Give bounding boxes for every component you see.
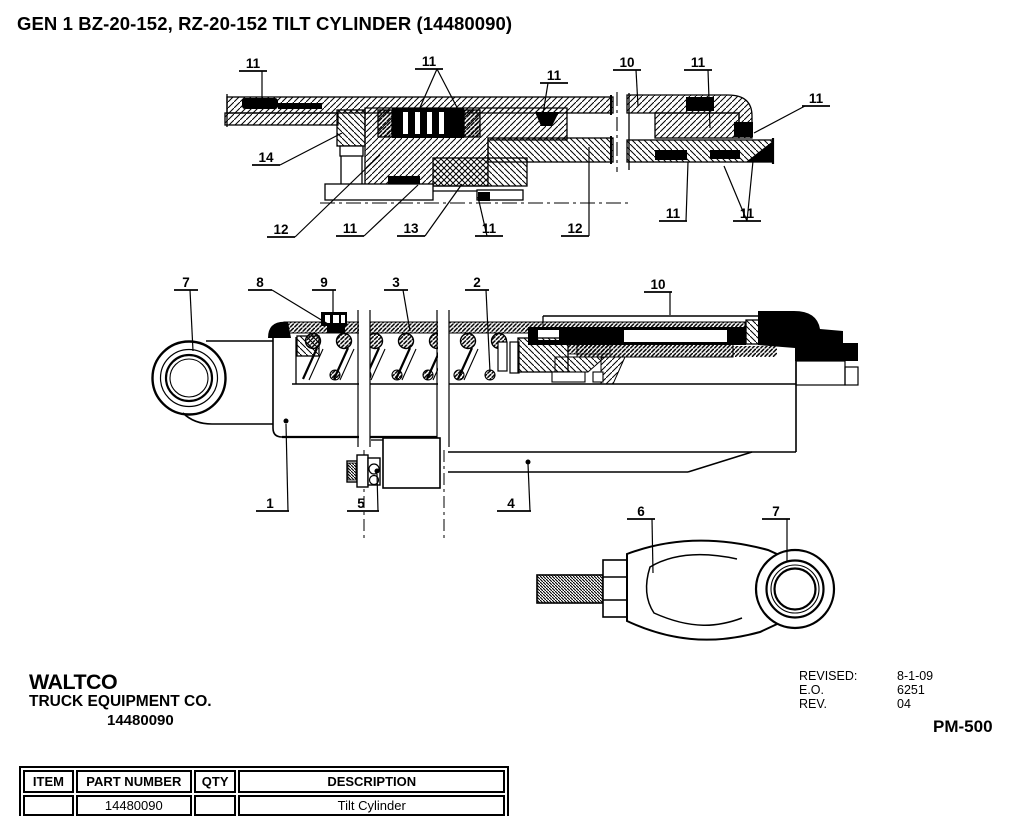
callout: 7: [174, 275, 198, 352]
col-header-part-number: PART NUMBER: [75, 770, 192, 793]
parts-table-header-row: ITEM PART NUMBER QTY DESCRIPTION: [23, 770, 505, 793]
cell-qty: [193, 795, 237, 816]
svg-text:2: 2: [473, 275, 481, 290]
rod-end-view: [536, 539, 836, 641]
cell-item: [23, 795, 74, 816]
callout: 8: [248, 275, 329, 325]
callout: 11: [723, 160, 761, 222]
callout: 1: [256, 423, 289, 512]
callout: 11: [239, 56, 267, 99]
svg-text:11: 11: [246, 56, 261, 71]
callout: 10: [613, 55, 641, 107]
eo-value: 6251: [897, 683, 925, 697]
revision-block: REVISED: 8-1-09 E.O. 6251 REV. 04: [799, 669, 933, 711]
callout: 3: [384, 275, 411, 332]
svg-text:6: 6: [637, 504, 645, 519]
svg-text:11: 11: [666, 206, 681, 221]
callout: 5: [347, 473, 379, 512]
col-header-description: DESCRIPTION: [238, 770, 505, 793]
callout: 11: [659, 161, 689, 222]
page-title: GEN 1 BZ-20-152, RZ-20-152 TILT CYLINDER…: [17, 13, 513, 34]
callout: 11: [540, 68, 568, 115]
rev-label: REV.: [799, 697, 828, 711]
svg-text:5: 5: [357, 496, 365, 511]
svg-text:12: 12: [273, 222, 288, 237]
revision-row: REVISED: 8-1-09: [799, 669, 933, 683]
company-name: TRUCK EQUIPMENT CO.: [29, 693, 212, 710]
revision-row: E.O. 6251: [799, 683, 933, 697]
callout: 9: [312, 275, 336, 313]
svg-text:9: 9: [320, 275, 328, 290]
callout: 14: [252, 132, 343, 166]
eo-label: E.O.: [799, 683, 825, 697]
callout: 12: [561, 147, 590, 237]
callout: 11: [415, 54, 463, 118]
rev-value: 04: [897, 697, 911, 711]
callout: 13: [397, 183, 463, 237]
revised-label: REVISED:: [799, 669, 858, 683]
waltco-logo: WALTCO: [29, 671, 118, 694]
callout: 11: [684, 55, 712, 129]
svg-text:11: 11: [482, 221, 497, 236]
callout: 2: [465, 275, 491, 373]
callout: 7: [762, 504, 790, 562]
callout: 11: [336, 184, 419, 237]
section-detail-left: [224, 94, 630, 204]
svg-text:11: 11: [422, 54, 437, 69]
main-cylinder-view: [151, 306, 859, 540]
callout: 4: [497, 463, 531, 512]
callout: 6: [627, 504, 655, 574]
parts-table: ITEM PART NUMBER QTY DESCRIPTION 1448009…: [19, 766, 509, 816]
svg-text:11: 11: [343, 221, 358, 236]
svg-text:12: 12: [567, 221, 582, 236]
revised-value: 8-1-09: [897, 669, 934, 683]
svg-text:8: 8: [256, 275, 264, 290]
svg-text:10: 10: [650, 277, 665, 292]
callout: 11: [753, 91, 830, 134]
spring-coils: [301, 332, 508, 381]
svg-text:11: 11: [809, 91, 824, 106]
cell-description: Tilt Cylinder: [238, 795, 505, 816]
col-header-qty: QTY: [193, 770, 237, 793]
section-detail-right: [616, 92, 775, 172]
svg-text:11: 11: [547, 68, 562, 83]
svg-text:7: 7: [182, 275, 190, 290]
callouts: 11 11 11 10 11 11 14 12 11 13 11 12 7 8 …: [174, 54, 830, 574]
revision-row: REV. 04: [799, 697, 933, 711]
svg-text:4: 4: [507, 496, 515, 511]
callout: 11: [475, 196, 503, 237]
svg-text:7: 7: [772, 504, 780, 519]
assembly-part-number: 14480090: [107, 712, 174, 729]
svg-text:14: 14: [258, 150, 274, 165]
callout: 12: [267, 154, 381, 238]
cell-part-number: 14480090: [75, 795, 192, 816]
svg-text:13: 13: [403, 221, 419, 236]
table-row: 14480090 Tilt Cylinder: [23, 795, 505, 816]
svg-text:10: 10: [619, 55, 634, 70]
document-code: PM-500: [933, 717, 993, 736]
callout: 10: [644, 277, 672, 315]
col-header-item: ITEM: [23, 770, 74, 793]
svg-text:11: 11: [740, 206, 755, 221]
svg-text:11: 11: [691, 55, 706, 70]
svg-text:3: 3: [392, 275, 400, 290]
svg-text:1: 1: [266, 496, 274, 511]
